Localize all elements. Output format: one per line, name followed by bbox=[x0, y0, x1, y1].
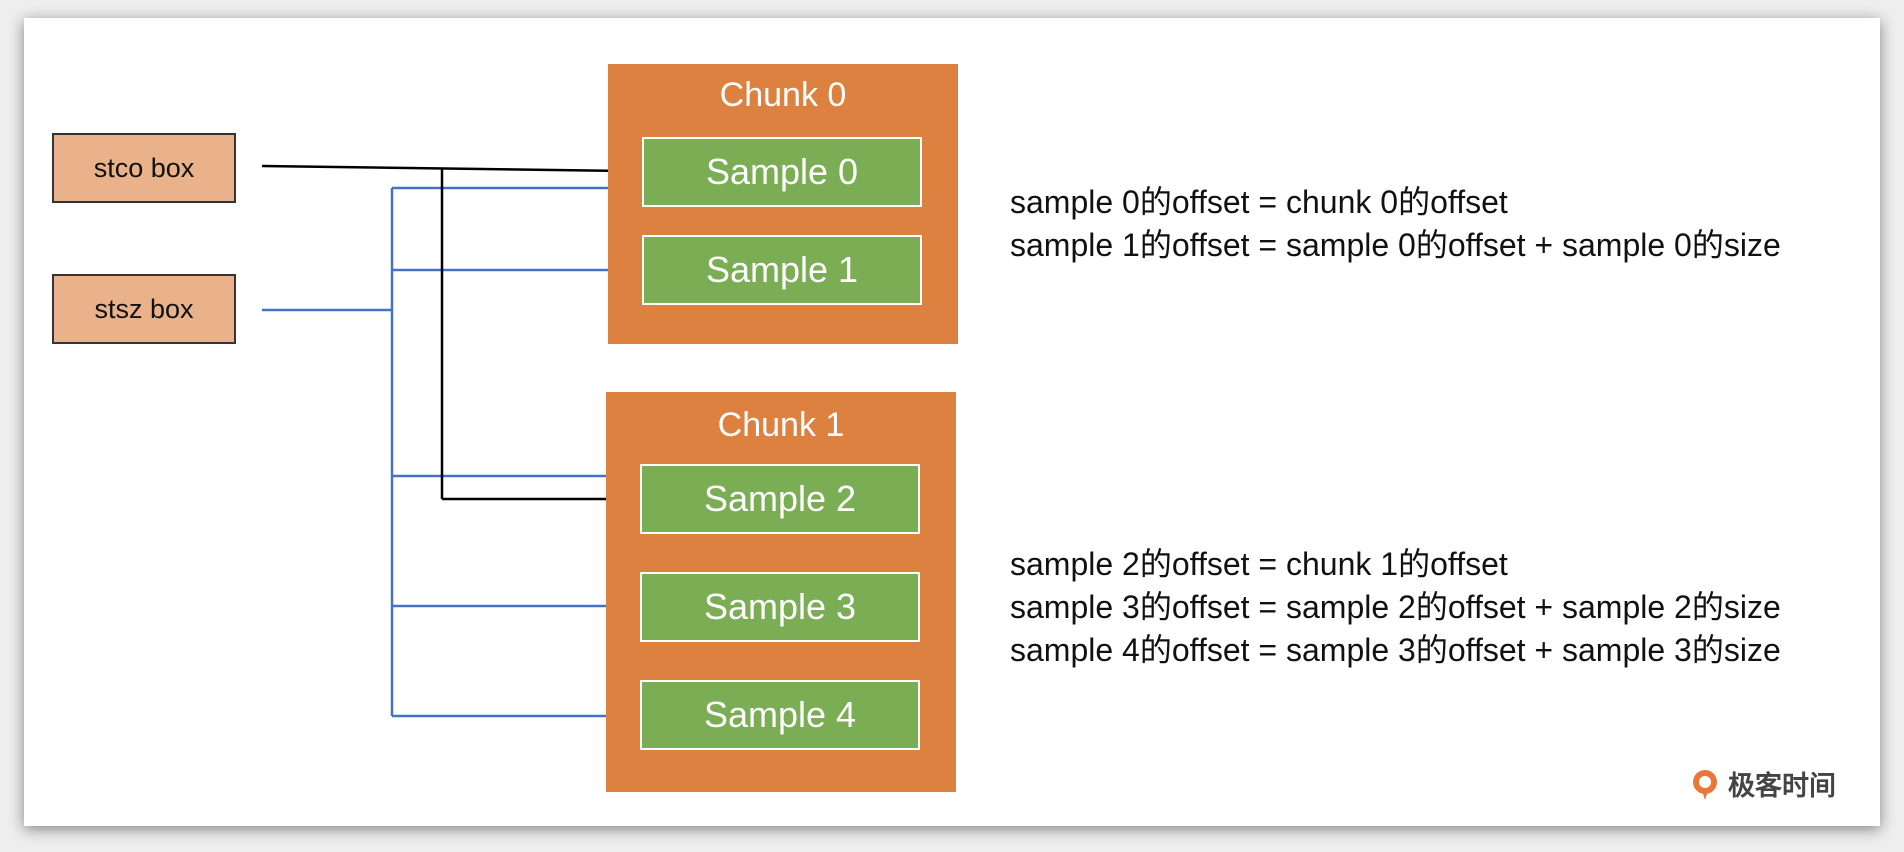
stco-arrow-chunk-0 bbox=[261, 164, 627, 176]
sample-1: Sample 1 bbox=[642, 235, 922, 305]
sample-0-label: Sample 0 bbox=[705, 151, 859, 192]
stsz-box-label: stsz box bbox=[94, 293, 194, 324]
chunk-0: Chunk 0 Sample 0 Sample 1 bbox=[608, 64, 958, 344]
sample-0: Sample 0 bbox=[642, 137, 922, 207]
sample-4-label: Sample 4 bbox=[703, 694, 857, 735]
brand-text: 极客时间 bbox=[1728, 771, 1836, 801]
chunk-0-title: Chunk 0 bbox=[719, 76, 847, 114]
equations-chunk-1: sample 2的offset = chunk 1的offset sample … bbox=[1010, 543, 1781, 672]
equation-sample-1: sample 1的offset = sample 0的offset + samp… bbox=[1010, 227, 1781, 263]
stsz-box: stsz box bbox=[52, 274, 236, 344]
stco-connectors bbox=[261, 164, 627, 504]
equation-sample-3: sample 3的offset = sample 2的offset + samp… bbox=[1010, 589, 1781, 625]
sample-3-label: Sample 3 bbox=[703, 586, 857, 627]
equation-sample-4: sample 4的offset = sample 3的offset + samp… bbox=[1010, 632, 1781, 668]
chunk-1-title: Chunk 1 bbox=[717, 406, 845, 444]
equation-sample-2: sample 2的offset = chunk 1的offset bbox=[1010, 546, 1508, 582]
chunk-1: Chunk 1 Sample 2 Sample 3 Sample 4 bbox=[606, 392, 956, 792]
sample-2: Sample 2 bbox=[640, 464, 920, 534]
equations-chunk-0: sample 0的offset = chunk 0的offset sample … bbox=[1010, 181, 1781, 267]
sample-3: Sample 3 bbox=[640, 572, 920, 642]
stco-box: stco box bbox=[52, 133, 236, 203]
brand-watermark: 极客时间 bbox=[1688, 764, 1836, 803]
stco-box-label: stco box bbox=[93, 152, 195, 183]
stsz-connectors bbox=[262, 183, 627, 721]
sample-2-label: Sample 2 bbox=[703, 478, 857, 519]
sample-4: Sample 4 bbox=[640, 680, 920, 750]
sample-1-label: Sample 1 bbox=[705, 249, 859, 290]
geektime-logo-icon bbox=[1693, 769, 1717, 800]
equation-sample-0: sample 0的offset = chunk 0的offset bbox=[1010, 184, 1508, 220]
